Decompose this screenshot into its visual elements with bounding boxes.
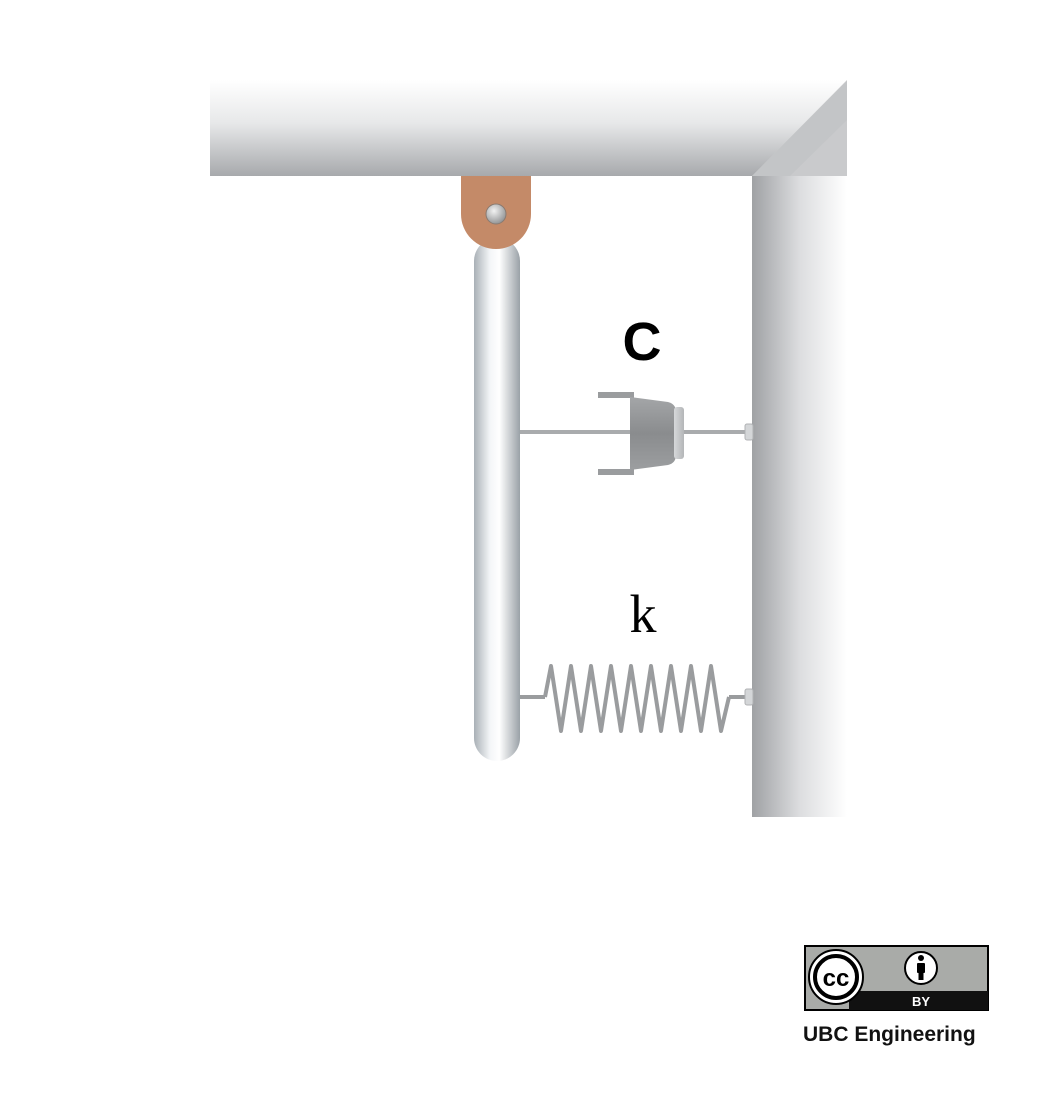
attribution-person-icon [904,951,938,985]
support-frame [210,80,847,817]
rod-assembly [461,176,531,761]
pivot-pin-icon [485,203,507,225]
right-wall [752,176,847,817]
badge-bottom-strip [849,991,988,1010]
spring [520,664,754,733]
ceiling-beam [210,80,847,176]
damper-piston [630,397,676,470]
cc-icon-text: cc [823,965,850,992]
license-badge: cc BY [804,945,989,1011]
credit-text: UBC Engineering [803,1023,976,1046]
cc-icon-inner [813,954,859,1000]
spring-coil [543,664,731,733]
damper [520,392,754,475]
by-text: BY [912,994,930,1009]
damper-label: C [623,312,662,372]
corner-blend [752,81,847,176]
frame-corner [752,80,847,176]
rod [474,238,520,761]
damper-cylinder-open-end [598,392,634,475]
damper-cap [674,407,684,459]
spring-wall-mount [744,688,754,706]
spring-label: k [630,584,657,644]
damper-wall-mount [744,423,754,441]
